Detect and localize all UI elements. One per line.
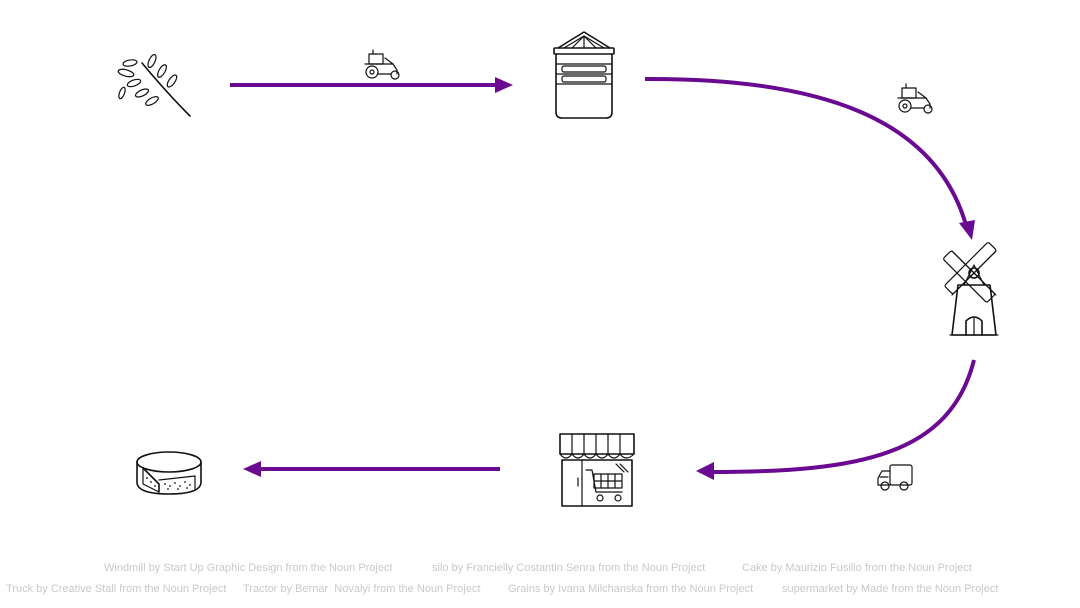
windmill-icon [943,242,999,336]
credit-silo: silo by Francielly Costantin Senra from … [432,562,706,574]
tractor-icon [364,49,400,80]
cake-crumb-dots [146,477,191,490]
credit-windmill: Windmill by Start Up Graphic Design from… [104,562,393,574]
credit-tractor: Tractor by Bernar Novalyi from the Noun … [243,583,481,595]
credit-truck: Truck by Creative Stall from the Noun Pr… [6,583,227,595]
arrow-supermarket-to-cake [243,461,500,477]
cake-icon [136,451,202,495]
truck-icon [877,464,913,491]
credit-grains: Grains by Ivana Milchanska from the Noun… [508,583,754,595]
grains-icon [117,53,191,117]
arrow-silo-to-windmill [644,76,975,240]
arrow-windmill-to-supermarket [696,359,976,480]
credit-cake: Cake by Maurizio Fusillo from the Noun P… [742,562,972,574]
silo-icon [553,31,615,119]
credit-supermarket: supermarket by Made from the Noun Projec… [782,583,999,595]
tractor-icon [897,83,933,114]
supermarket-icon [559,433,635,507]
arrow-grains-to-silo [230,77,513,93]
